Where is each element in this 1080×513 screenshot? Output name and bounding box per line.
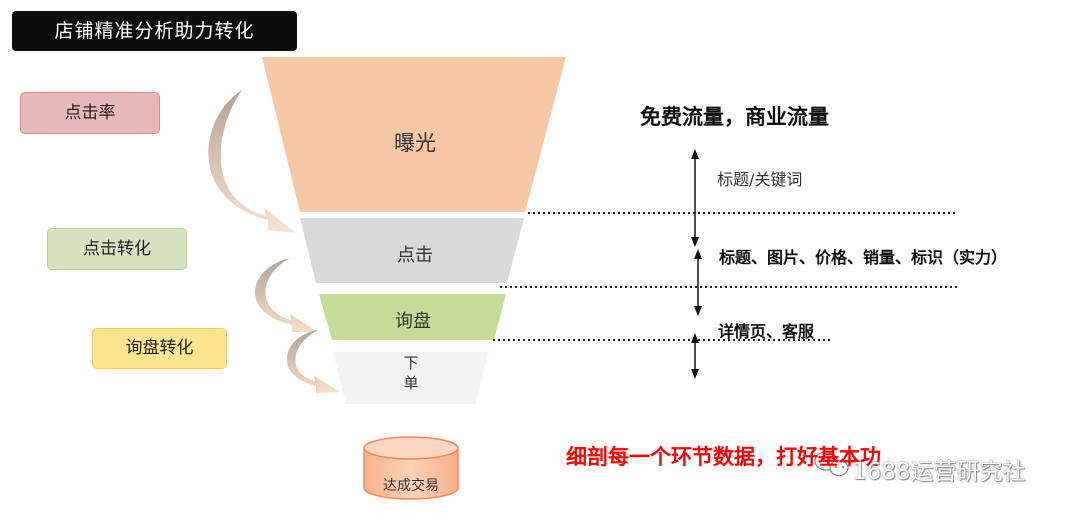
page-title: 店铺精准分析助力转化 [12, 11, 297, 51]
funnel-order-layer [333, 352, 489, 404]
deal-cylinder-icon [363, 436, 459, 500]
curved-arrow-icon [254, 258, 318, 332]
double-arrow-icon [691, 333, 699, 379]
inquiry-conversion-label: 询盘转化 [92, 328, 227, 369]
watermark-text: 1688运营研究社 [852, 459, 1026, 485]
curved-arrow-icon [286, 330, 340, 393]
listing-factors-note: 标题、图片、价格、销量、标识（实力） [719, 248, 1008, 267]
curved-arrow-icon [208, 90, 296, 233]
funnel-inquiry-label: 询盘 [395, 311, 431, 332]
funnel-exposure-layer [262, 57, 566, 212]
double-arrow-icon [694, 249, 702, 316]
traffic-heading: 免费流量，商业流量 [640, 105, 829, 129]
double-arrow-icon [691, 149, 699, 247]
ctr-rate-label: 点击率 [20, 92, 160, 134]
detail-service-note: 详情页、客服 [718, 322, 815, 341]
title-keywords-note: 标题/关键词 [717, 170, 803, 189]
deal-label: 达成交易 [383, 478, 439, 494]
footer-note: 细剖每一个环节数据，打好基本功 [566, 445, 881, 469]
funnel-click-layer [300, 218, 524, 283]
funnel-order-label-line1: 下 [403, 354, 419, 372]
funnel-inquiry-layer [319, 294, 506, 340]
click-conversion-label: 点击转化 [47, 228, 187, 270]
funnel-order-label-line2: 单 [403, 374, 419, 392]
wechat-icon [814, 451, 849, 477]
funnel-exposure-label: 曝光 [394, 131, 436, 155]
funnel-click-label: 点击 [397, 245, 433, 266]
